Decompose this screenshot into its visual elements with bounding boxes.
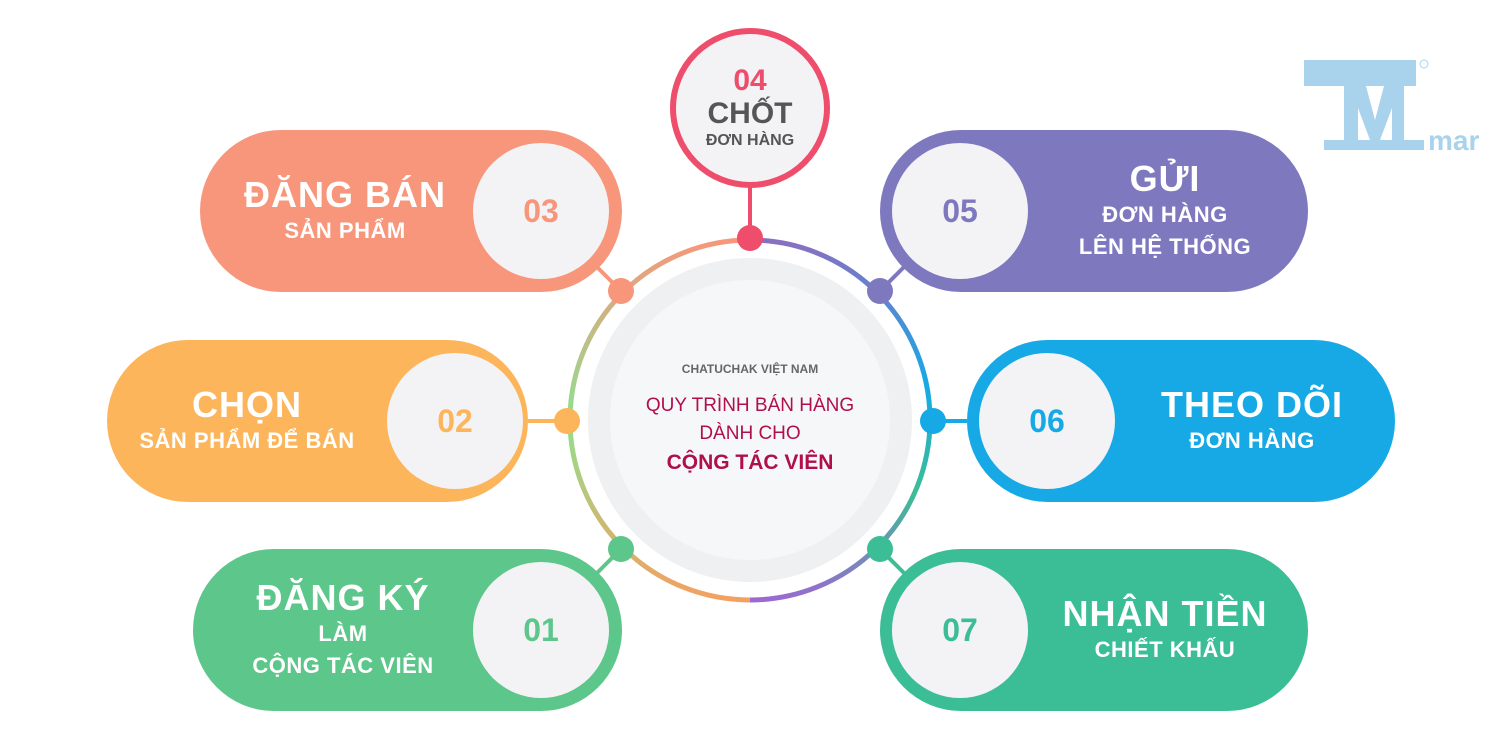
step-number: 01 [473, 562, 609, 698]
logo-text: mark [1428, 125, 1480, 156]
logo-mark-icon: mark [1304, 59, 1495, 156]
step-title: GỬI [1129, 158, 1201, 199]
step-title: CHỐT [707, 97, 793, 130]
step-07-nhan-tien: 07 NHẬN TIỀN CHIẾT KHẤU [880, 549, 1308, 711]
node-05 [867, 278, 893, 304]
step-number: 04 [733, 64, 767, 97]
node-01 [608, 536, 634, 562]
center-title-line3: CỘNG TÁC VIÊN [666, 451, 834, 474]
center-title-line2: DÀNH CHO [699, 423, 801, 444]
step-04-chot: 04 CHỐT ĐƠN HÀNG [670, 28, 830, 188]
center-subtitle: CHATUCHAK VIỆT NAM [681, 362, 819, 376]
center-title: CHATUCHAK VIỆT NAM QUY TRÌNH BÁN HÀNG DÀ… [610, 280, 890, 560]
step-subtitle-2: LÊN HỆ THỐNG [1078, 234, 1252, 259]
tmark-logo: mark [1300, 58, 1495, 158]
step-03-dang-ban: ĐĂNG BÁN SẢN PHẨM 03 [200, 130, 622, 292]
step-title: THEO DÕI [1160, 384, 1343, 425]
step-number: 07 [892, 562, 1028, 698]
step-02-chon: CHỌN SẢN PHẨM ĐỂ BÁN 02 [107, 340, 528, 502]
step-subtitle: CHIẾT KHẤU [1094, 637, 1236, 662]
step-number: 06 [979, 353, 1115, 489]
step-subtitle: ĐƠN HÀNG [705, 132, 795, 149]
step-number: 05 [892, 143, 1028, 279]
step-05-gui: 05 GỬI ĐƠN HÀNG LÊN HỆ THỐNG [880, 130, 1308, 292]
step-subtitle: ĐƠN HÀNG [1102, 202, 1228, 227]
step-number: 02 [387, 353, 523, 489]
step-subtitle: LÀM [318, 621, 368, 646]
step-title: ĐĂNG KÝ [256, 577, 430, 618]
step-subtitle: SẢN PHẨM [284, 218, 406, 243]
step-title: CHỌN [192, 384, 302, 425]
step-subtitle-2: CỘNG TÁC VIÊN [252, 653, 434, 678]
step-01-dang-ky: ĐĂNG KÝ LÀM CỘNG TÁC VIÊN 01 [193, 549, 622, 711]
step-number: 03 [473, 143, 609, 279]
step-title: NHẬN TIỀN [1062, 593, 1268, 634]
step-06-theo-doi: 06 THEO DÕI ĐƠN HÀNG [967, 340, 1395, 502]
node-07 [867, 536, 893, 562]
node-06 [920, 408, 946, 434]
node-04 [737, 225, 763, 251]
node-02 [554, 408, 580, 434]
step-subtitle: SẢN PHẨM ĐỂ BÁN [139, 428, 355, 453]
node-03 [608, 278, 634, 304]
step-title: ĐĂNG BÁN [244, 174, 446, 215]
center-title-line1: QUY TRÌNH BÁN HÀNG [645, 395, 855, 416]
step-subtitle: ĐƠN HÀNG [1189, 428, 1315, 453]
